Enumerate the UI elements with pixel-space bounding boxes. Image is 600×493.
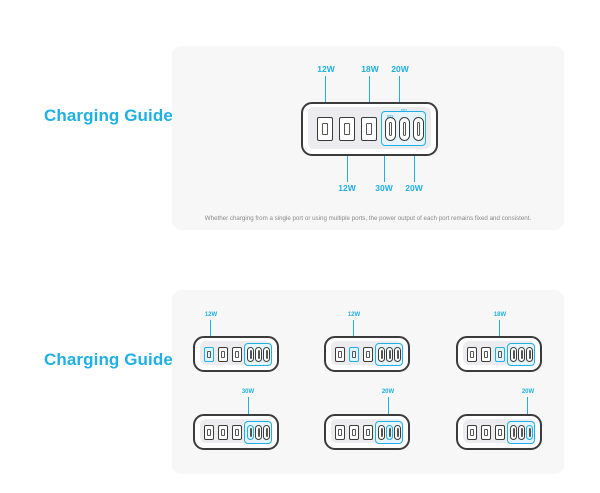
usb-c-port xyxy=(518,347,525,362)
usb-c-port xyxy=(526,425,533,440)
connector-line xyxy=(399,76,401,110)
label-port-a2-top: 12W xyxy=(338,183,356,193)
mini-charger-2 xyxy=(324,336,410,372)
item-label: 20W xyxy=(381,389,395,395)
usb-c-port xyxy=(386,347,393,362)
connector-line xyxy=(527,397,529,419)
usb-c-port xyxy=(510,425,517,440)
usb-c-port xyxy=(263,347,270,362)
usb-a-port xyxy=(481,347,491,362)
charging-guide-heading-bottom: Charging Guide xyxy=(44,350,173,369)
usb-c-port xyxy=(510,347,517,362)
usb-a-port xyxy=(363,425,373,440)
connector-line xyxy=(347,148,349,182)
usb-a-port xyxy=(467,347,477,362)
usb-a-port xyxy=(495,347,505,362)
label-port-a1-top: 12W xyxy=(317,64,335,74)
connector-line xyxy=(384,148,386,182)
usb-c-port xyxy=(394,425,401,440)
charging-guide-heading-top: Charging Guide xyxy=(44,106,173,125)
connector-line xyxy=(369,76,371,110)
connector-line xyxy=(414,148,416,182)
usb-c-port xyxy=(247,347,254,362)
mini-charger-6 xyxy=(456,414,542,450)
label-port-c1-top: 30W xyxy=(375,183,393,193)
item-label: 20W xyxy=(521,389,535,395)
usb-a-port xyxy=(467,425,477,440)
usb-c-port xyxy=(378,425,385,440)
usb-a-port xyxy=(361,117,377,141)
charging-guide-panel-bottom: 12W 12W 18W 30W xyxy=(172,290,564,474)
usb-a-port xyxy=(481,425,491,440)
mini-charger-4 xyxy=(193,414,279,450)
usb-c-port xyxy=(394,347,401,362)
usb-c-port xyxy=(518,425,525,440)
usb-a-port xyxy=(349,425,359,440)
item-label: 12W xyxy=(347,312,361,318)
connector-line xyxy=(210,320,212,340)
usb-c-port xyxy=(255,347,262,362)
usb-c-port xyxy=(255,425,262,440)
connector-line xyxy=(325,76,327,110)
usb-a-port xyxy=(495,425,505,440)
charger-top: PD PD xyxy=(301,102,438,156)
pd-tag: PD xyxy=(401,108,408,113)
label-port-a3-top: 18W xyxy=(361,64,379,74)
mini-charger-1 xyxy=(193,336,279,372)
usb-a-port xyxy=(349,347,359,362)
usb-c-port xyxy=(386,425,393,440)
usb-c-port xyxy=(399,117,410,141)
usb-c-port xyxy=(385,117,396,141)
caption-text: Whether charging from a single port or u… xyxy=(204,215,532,222)
usb-a-port xyxy=(218,347,228,362)
usb-a-port xyxy=(218,425,228,440)
mini-charger-5 xyxy=(324,414,410,450)
connector-line xyxy=(388,397,390,419)
label-port-c2-top: 20W xyxy=(391,64,409,74)
mini-charger-3 xyxy=(456,336,542,372)
usb-c-port xyxy=(413,117,424,141)
charging-guide-panel-top: 12W 18W 20W PD PD 12W 30W 20W Whether ch… xyxy=(172,46,564,230)
usb-c-port xyxy=(263,425,270,440)
usb-a-port xyxy=(317,117,333,141)
usb-c-port xyxy=(247,425,254,440)
usb-a-port xyxy=(204,347,214,362)
item-label: 30W xyxy=(241,389,255,395)
usb-c-port xyxy=(378,347,385,362)
label-port-c3-top: 20W xyxy=(405,183,423,193)
usb-a-port xyxy=(363,347,373,362)
usb-a-port xyxy=(232,347,242,362)
connector-line xyxy=(499,320,501,340)
pd-tag: PD xyxy=(387,114,393,119)
usb-c-port xyxy=(526,347,533,362)
connector-line xyxy=(248,397,250,419)
usb-a-port xyxy=(204,425,214,440)
item-label: 18W xyxy=(493,312,507,318)
usb-a-port xyxy=(335,425,345,440)
usb-a-port xyxy=(232,425,242,440)
item-label: 12W xyxy=(204,312,218,318)
usb-a-port xyxy=(335,347,345,362)
usb-a-port xyxy=(339,117,355,141)
connector-line xyxy=(353,320,355,340)
